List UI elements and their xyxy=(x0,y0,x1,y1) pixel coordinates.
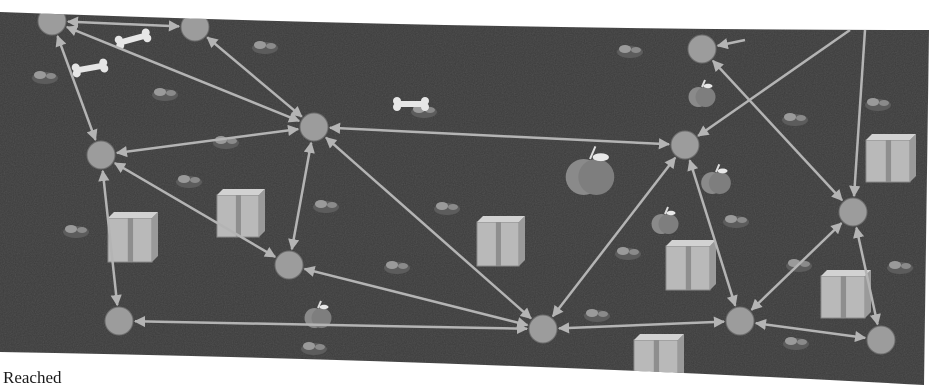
waypoint-node-a xyxy=(38,7,66,35)
box-icon xyxy=(477,216,525,266)
waypoint-node-c xyxy=(87,141,115,169)
waypoint-node-i xyxy=(688,35,716,63)
waypoint-node-h xyxy=(671,131,699,159)
waypoint-node-j xyxy=(839,198,867,226)
box-icon xyxy=(217,189,265,237)
box-icon xyxy=(666,240,716,290)
box-icon xyxy=(108,212,158,262)
waypoint-node-d xyxy=(300,113,328,141)
box-icon xyxy=(821,270,871,318)
waypoint-node-f xyxy=(105,307,133,335)
waypoint-node-g xyxy=(529,315,557,343)
waypoint-node-e xyxy=(275,251,303,279)
waypoint-node-l xyxy=(867,326,895,354)
waypoint-node-b xyxy=(181,13,209,41)
waypoint-node-k xyxy=(726,307,754,335)
box-icon xyxy=(634,334,684,380)
box-icon xyxy=(866,134,916,182)
caption-text: Reached xyxy=(3,368,62,388)
